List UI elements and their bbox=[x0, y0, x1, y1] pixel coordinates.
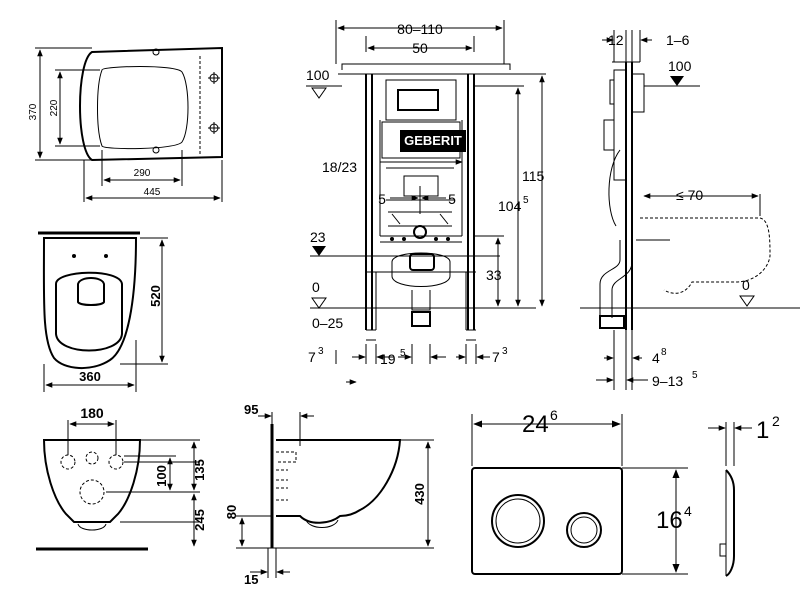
plate-thickness-sup: 2 bbox=[772, 413, 780, 429]
bowl-side-h-430: 430 bbox=[412, 483, 427, 505]
seat-h-total-label: 370 bbox=[28, 103, 39, 120]
seat-w-total-label: 445 bbox=[144, 187, 161, 198]
frame-offset-5-right: 5 bbox=[448, 191, 456, 207]
frame-level-0: 0 bbox=[312, 279, 320, 295]
frame-bottom-7-right-sup: 3 bbox=[502, 346, 508, 357]
frame-level-0-25: 0–25 bbox=[312, 315, 343, 331]
side-bottom-4: 4 bbox=[652, 350, 660, 366]
frame-level-100: 100 bbox=[306, 67, 330, 83]
plate-width-sup: 6 bbox=[550, 407, 558, 423]
frame-bottom-7-left-sup: 3 bbox=[318, 346, 324, 357]
seat-h-inner-label: 220 bbox=[49, 99, 60, 116]
frame-height-104: 104 bbox=[498, 198, 522, 214]
side-bottom-4-sup: 8 bbox=[661, 347, 667, 358]
plate-width-label: 24 bbox=[522, 411, 549, 438]
frame-bottom-19: 19 bbox=[380, 351, 396, 367]
bowl-side-view: 95 430 80 15 bbox=[224, 402, 434, 587]
bowl-front-h-135: 135 bbox=[192, 459, 207, 481]
toilet-seat-top-view: 370 220 290 445 bbox=[28, 46, 223, 202]
frame-height-104-sup: 5 bbox=[523, 195, 529, 206]
seat-w-inner-label: 290 bbox=[134, 168, 151, 179]
side-level-0: 0 bbox=[742, 277, 750, 293]
plate-height-label: 16 bbox=[656, 507, 683, 534]
flush-plate-side: 1 2 bbox=[708, 413, 780, 577]
brand-label: GEBERIT bbox=[404, 133, 462, 148]
installation-side-view: 12 1–6 100 ≤ 70 0 4 8 9–13 5 bbox=[580, 30, 800, 390]
frame-level-23: 23 bbox=[310, 229, 326, 245]
side-bottom-9-13: 9–13 bbox=[652, 373, 683, 389]
bowl-top-view: 520 360 bbox=[38, 231, 168, 392]
bowl-front-h-100: 100 bbox=[154, 465, 169, 487]
side-top-1-6: 1–6 bbox=[666, 32, 690, 48]
frame-spacing-18-23: 18/23 bbox=[322, 159, 357, 175]
bowl-side-bottom-15: 15 bbox=[244, 572, 258, 587]
frame-bottom-19-sup: 5 bbox=[400, 348, 406, 359]
side-depth-70: ≤ 70 bbox=[676, 187, 703, 203]
side-level-100: 100 bbox=[668, 58, 692, 74]
bowl-side-top-95: 95 bbox=[244, 402, 258, 417]
frame-offset-5-left: 5 bbox=[378, 191, 386, 207]
plate-thickness-label: 1 bbox=[756, 417, 769, 444]
bowl-front-h-245: 245 bbox=[192, 509, 207, 531]
side-bottom-9-13-sup: 5 bbox=[692, 370, 698, 381]
bowl-front-width-180: 180 bbox=[80, 405, 104, 421]
frame-height-115: 115 bbox=[522, 168, 545, 184]
bowl-front-view: 180 135 100 245 bbox=[36, 405, 207, 551]
frame-width-inner-label: 50 bbox=[412, 40, 428, 56]
plate-height-sup: 4 bbox=[684, 503, 692, 519]
installation-frame-front: GEBERIT 80–110 50 100 23 bbox=[306, 20, 546, 385]
bowl-side-h-80: 80 bbox=[224, 505, 239, 519]
flush-plate-front: 24 6 16 4 bbox=[471, 407, 692, 575]
frame-width-range-label: 80–110 bbox=[397, 21, 443, 37]
side-top-12: 12 bbox=[608, 32, 624, 48]
bowl-width-label: 360 bbox=[79, 369, 101, 384]
frame-bottom-7-right: 7 bbox=[492, 349, 500, 365]
bowl-depth-label: 520 bbox=[148, 285, 163, 307]
frame-bottom-7-left: 7 bbox=[308, 349, 316, 365]
frame-height-33: 33 bbox=[486, 267, 502, 283]
